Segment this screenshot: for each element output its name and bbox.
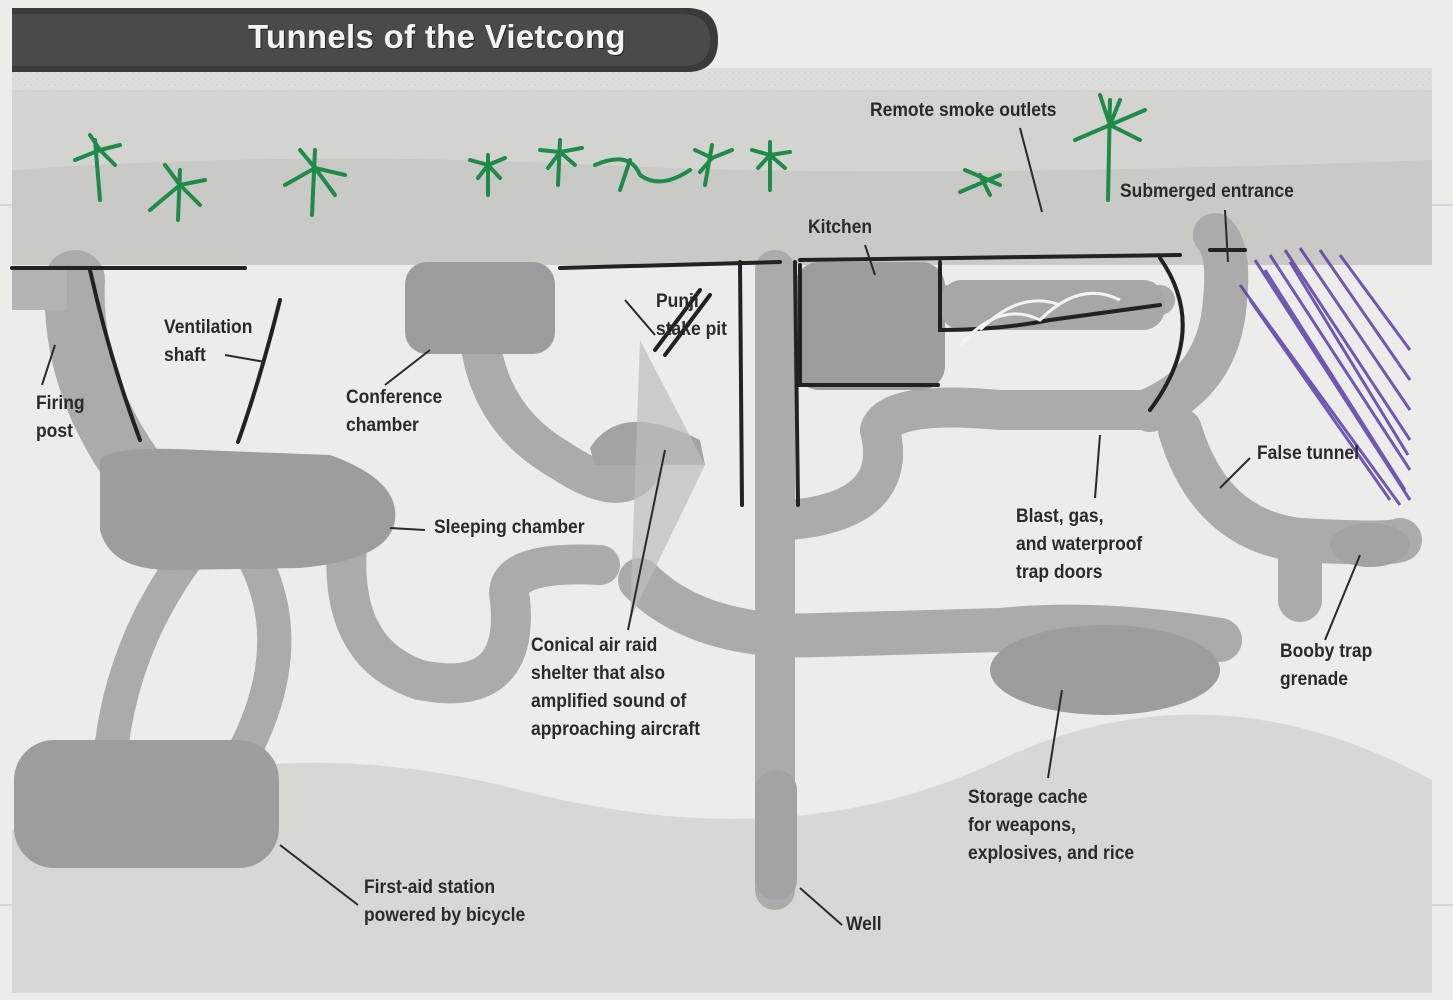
- label-line: grenade: [1280, 666, 1372, 694]
- booby-trap-shape: [1330, 523, 1410, 567]
- diagram-title: Tunnels of the Vietcong: [248, 18, 626, 56]
- label-line: shaft: [164, 342, 252, 370]
- label-line: approaching aircraft: [531, 716, 700, 744]
- label-line: chamber: [346, 412, 442, 440]
- label-line: post: [36, 418, 85, 446]
- label-line: Blast, gas,: [1016, 503, 1142, 531]
- label-line: Conical air raid: [531, 632, 700, 660]
- label-line: shelter that also: [531, 660, 700, 688]
- label-false-tunnel: False tunnel: [1257, 440, 1359, 468]
- label-trap-doors: Blast, gas, and waterproof trap doors: [1016, 503, 1142, 587]
- label-line: First-aid station: [364, 874, 525, 902]
- label-line: powered by bicycle: [364, 902, 525, 930]
- label-line: Booby trap: [1280, 638, 1372, 666]
- label-well: Well: [846, 911, 882, 939]
- label-sleeping-chamber: Sleeping chamber: [434, 514, 585, 542]
- label-storage-cache: Storage cache for weapons, explosives, a…: [968, 784, 1134, 868]
- label-line: Storage cache: [968, 784, 1134, 812]
- smoke-tunnel-shape: [940, 280, 1165, 330]
- label-line: Firing: [36, 390, 85, 418]
- storage-cache-shape: [990, 625, 1220, 715]
- label-punji-stake-pit: Punji stake pit: [656, 288, 727, 344]
- label-ventilation-shaft: Ventilation shaft: [164, 314, 252, 370]
- well-shape: [755, 770, 797, 900]
- label-remote-smoke-outlets: Remote smoke outlets: [870, 97, 1057, 125]
- label-submerged-entrance: Submerged entrance: [1120, 178, 1294, 206]
- label-first-aid-station: First-aid station powered by bicycle: [364, 874, 525, 930]
- label-line: Punji: [656, 288, 727, 316]
- label-conference-chamber: Conference chamber: [346, 384, 442, 440]
- label-line: amplified sound of: [531, 688, 700, 716]
- label-line: explosives, and rice: [968, 840, 1134, 868]
- label-booby-trap-grenade: Booby trap grenade: [1280, 638, 1372, 694]
- label-line: stake pit: [656, 316, 727, 344]
- sleeping-chamber-shape: [100, 449, 395, 570]
- label-line: Conference: [346, 384, 442, 412]
- label-line: Ventilation: [164, 314, 252, 342]
- label-line: and waterproof: [1016, 531, 1142, 559]
- label-line: trap doors: [1016, 559, 1142, 587]
- first-aid-station-shape: [14, 740, 279, 868]
- label-air-raid-shelter: Conical air raid shelter that also ampli…: [531, 632, 700, 744]
- conference-chamber-shape: [405, 262, 555, 354]
- label-kitchen: Kitchen: [808, 214, 872, 242]
- kitchen-shape: [795, 262, 945, 390]
- label-firing-post: Firing post: [36, 390, 85, 446]
- label-line: for weapons,: [968, 812, 1134, 840]
